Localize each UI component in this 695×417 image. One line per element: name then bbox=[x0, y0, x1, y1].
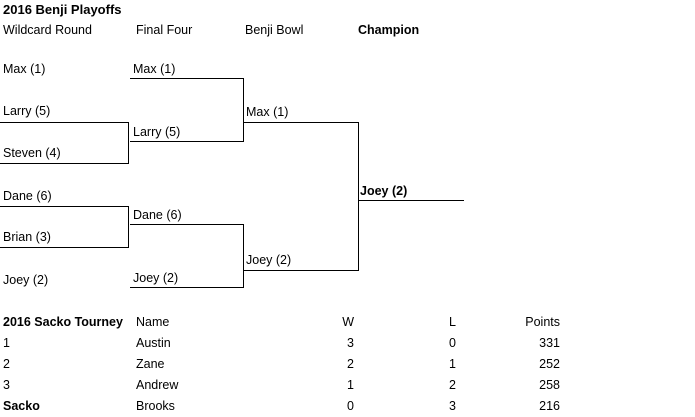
bracket-slot-champion: Joey (2) bbox=[360, 184, 408, 198]
bracket-slot-wildcard-dane: Dane (6) bbox=[3, 189, 52, 203]
cell-rank: 1 bbox=[3, 336, 10, 350]
column-header-name: Name bbox=[136, 315, 170, 329]
cell-points: 258 bbox=[539, 378, 560, 392]
cell-rank: Sacko bbox=[3, 399, 40, 413]
cell-name: Brooks bbox=[136, 399, 175, 413]
bracket-connector-finalfour-top bbox=[243, 78, 244, 142]
cell-points: 331 bbox=[539, 336, 560, 350]
bracket-slot-wildcard-joey: Joey (2) bbox=[3, 273, 49, 287]
bracket-slot-benjibowl-max: Max (1) bbox=[246, 105, 289, 119]
table-row: 3 Andrew 1 2 258 bbox=[0, 375, 695, 396]
round-header-final-four: Final Four bbox=[136, 23, 193, 37]
cell-points: 252 bbox=[539, 357, 560, 371]
bracket-slot-finalfour-dane: Dane (6) bbox=[133, 208, 182, 222]
tournament-bracket: Max (1) Larry (5) Steven (4) Dane (6) Br… bbox=[0, 62, 464, 288]
cell-name: Austin bbox=[136, 336, 171, 350]
bracket-slot-finalfour-joey: Joey (2) bbox=[133, 271, 179, 285]
column-header-points: Points bbox=[525, 315, 560, 329]
cell-losses: 1 bbox=[449, 357, 456, 371]
bracket-slot-wildcard-brian: Brian (3) bbox=[3, 230, 51, 244]
table-header-row: 2016 Sacko Tourney Name W L Points bbox=[0, 312, 695, 333]
round-header-champion: Champion bbox=[358, 23, 420, 37]
cell-wins: 0 bbox=[347, 399, 354, 413]
cell-name: Zane bbox=[136, 357, 165, 371]
cell-points: 216 bbox=[539, 399, 560, 413]
bracket-connector-wildcard-bottom bbox=[128, 206, 129, 248]
cell-losses: 0 bbox=[449, 336, 456, 350]
column-header-losses: L bbox=[449, 315, 456, 329]
bracket-line-finalfour-joey bbox=[130, 287, 243, 288]
bracket-slot-benjibowl-joey: Joey (2) bbox=[246, 253, 292, 267]
round-header-benji-bowl: Benji Bowl bbox=[245, 23, 304, 37]
bracket-connector-finalfour-bottom bbox=[243, 224, 244, 288]
bracket-line-benjibowl-joey bbox=[243, 270, 358, 271]
cell-wins: 1 bbox=[347, 378, 354, 392]
cell-rank: 2 bbox=[3, 357, 10, 371]
bracket-line-finalfour-dane bbox=[130, 224, 243, 225]
page-title: 2016 Benji Playoffs bbox=[3, 2, 122, 17]
bracket-line-finalfour-larry bbox=[130, 141, 243, 142]
column-header-wins: W bbox=[342, 315, 354, 329]
bracket-connector-wildcard-top bbox=[128, 122, 129, 164]
bracket-slot-finalfour-max: Max (1) bbox=[133, 62, 176, 76]
bracket-slot-wildcard-steven: Steven (4) bbox=[3, 146, 61, 160]
bracket-line-finalfour-max bbox=[130, 78, 243, 79]
sacko-tourney-table: 2016 Sacko Tourney Name W L Points 1 Aus… bbox=[0, 312, 695, 417]
table-row: 1 Austin 3 0 331 bbox=[0, 333, 695, 354]
cell-wins: 2 bbox=[347, 357, 354, 371]
bracket-line-benjibowl-max bbox=[243, 122, 358, 123]
column-header-rank: 2016 Sacko Tourney bbox=[3, 315, 123, 329]
bracket-line-wildcard-dane bbox=[0, 206, 128, 207]
cell-rank: 3 bbox=[3, 378, 10, 392]
bracket-line-wildcard-larry bbox=[0, 122, 128, 123]
bracket-line-wildcard-brian bbox=[0, 247, 128, 248]
bracket-slot-wildcard-larry: Larry (5) bbox=[3, 104, 51, 118]
cell-wins: 3 bbox=[347, 336, 354, 350]
bracket-slot-finalfour-larry: Larry (5) bbox=[133, 125, 181, 139]
cell-name: Andrew bbox=[136, 378, 179, 392]
bracket-line-champion bbox=[358, 200, 464, 201]
round-header-wildcard: Wildcard Round bbox=[3, 23, 92, 37]
cell-losses: 2 bbox=[449, 378, 456, 392]
table-row: Sacko Brooks 0 3 216 bbox=[0, 396, 695, 417]
bracket-line-wildcard-steven bbox=[0, 163, 128, 164]
cell-losses: 3 bbox=[449, 399, 456, 413]
bracket-slot-wildcard-max: Max (1) bbox=[3, 62, 46, 76]
table-row: 2 Zane 2 1 252 bbox=[0, 354, 695, 375]
bracket-connector-benjibowl bbox=[358, 122, 359, 271]
